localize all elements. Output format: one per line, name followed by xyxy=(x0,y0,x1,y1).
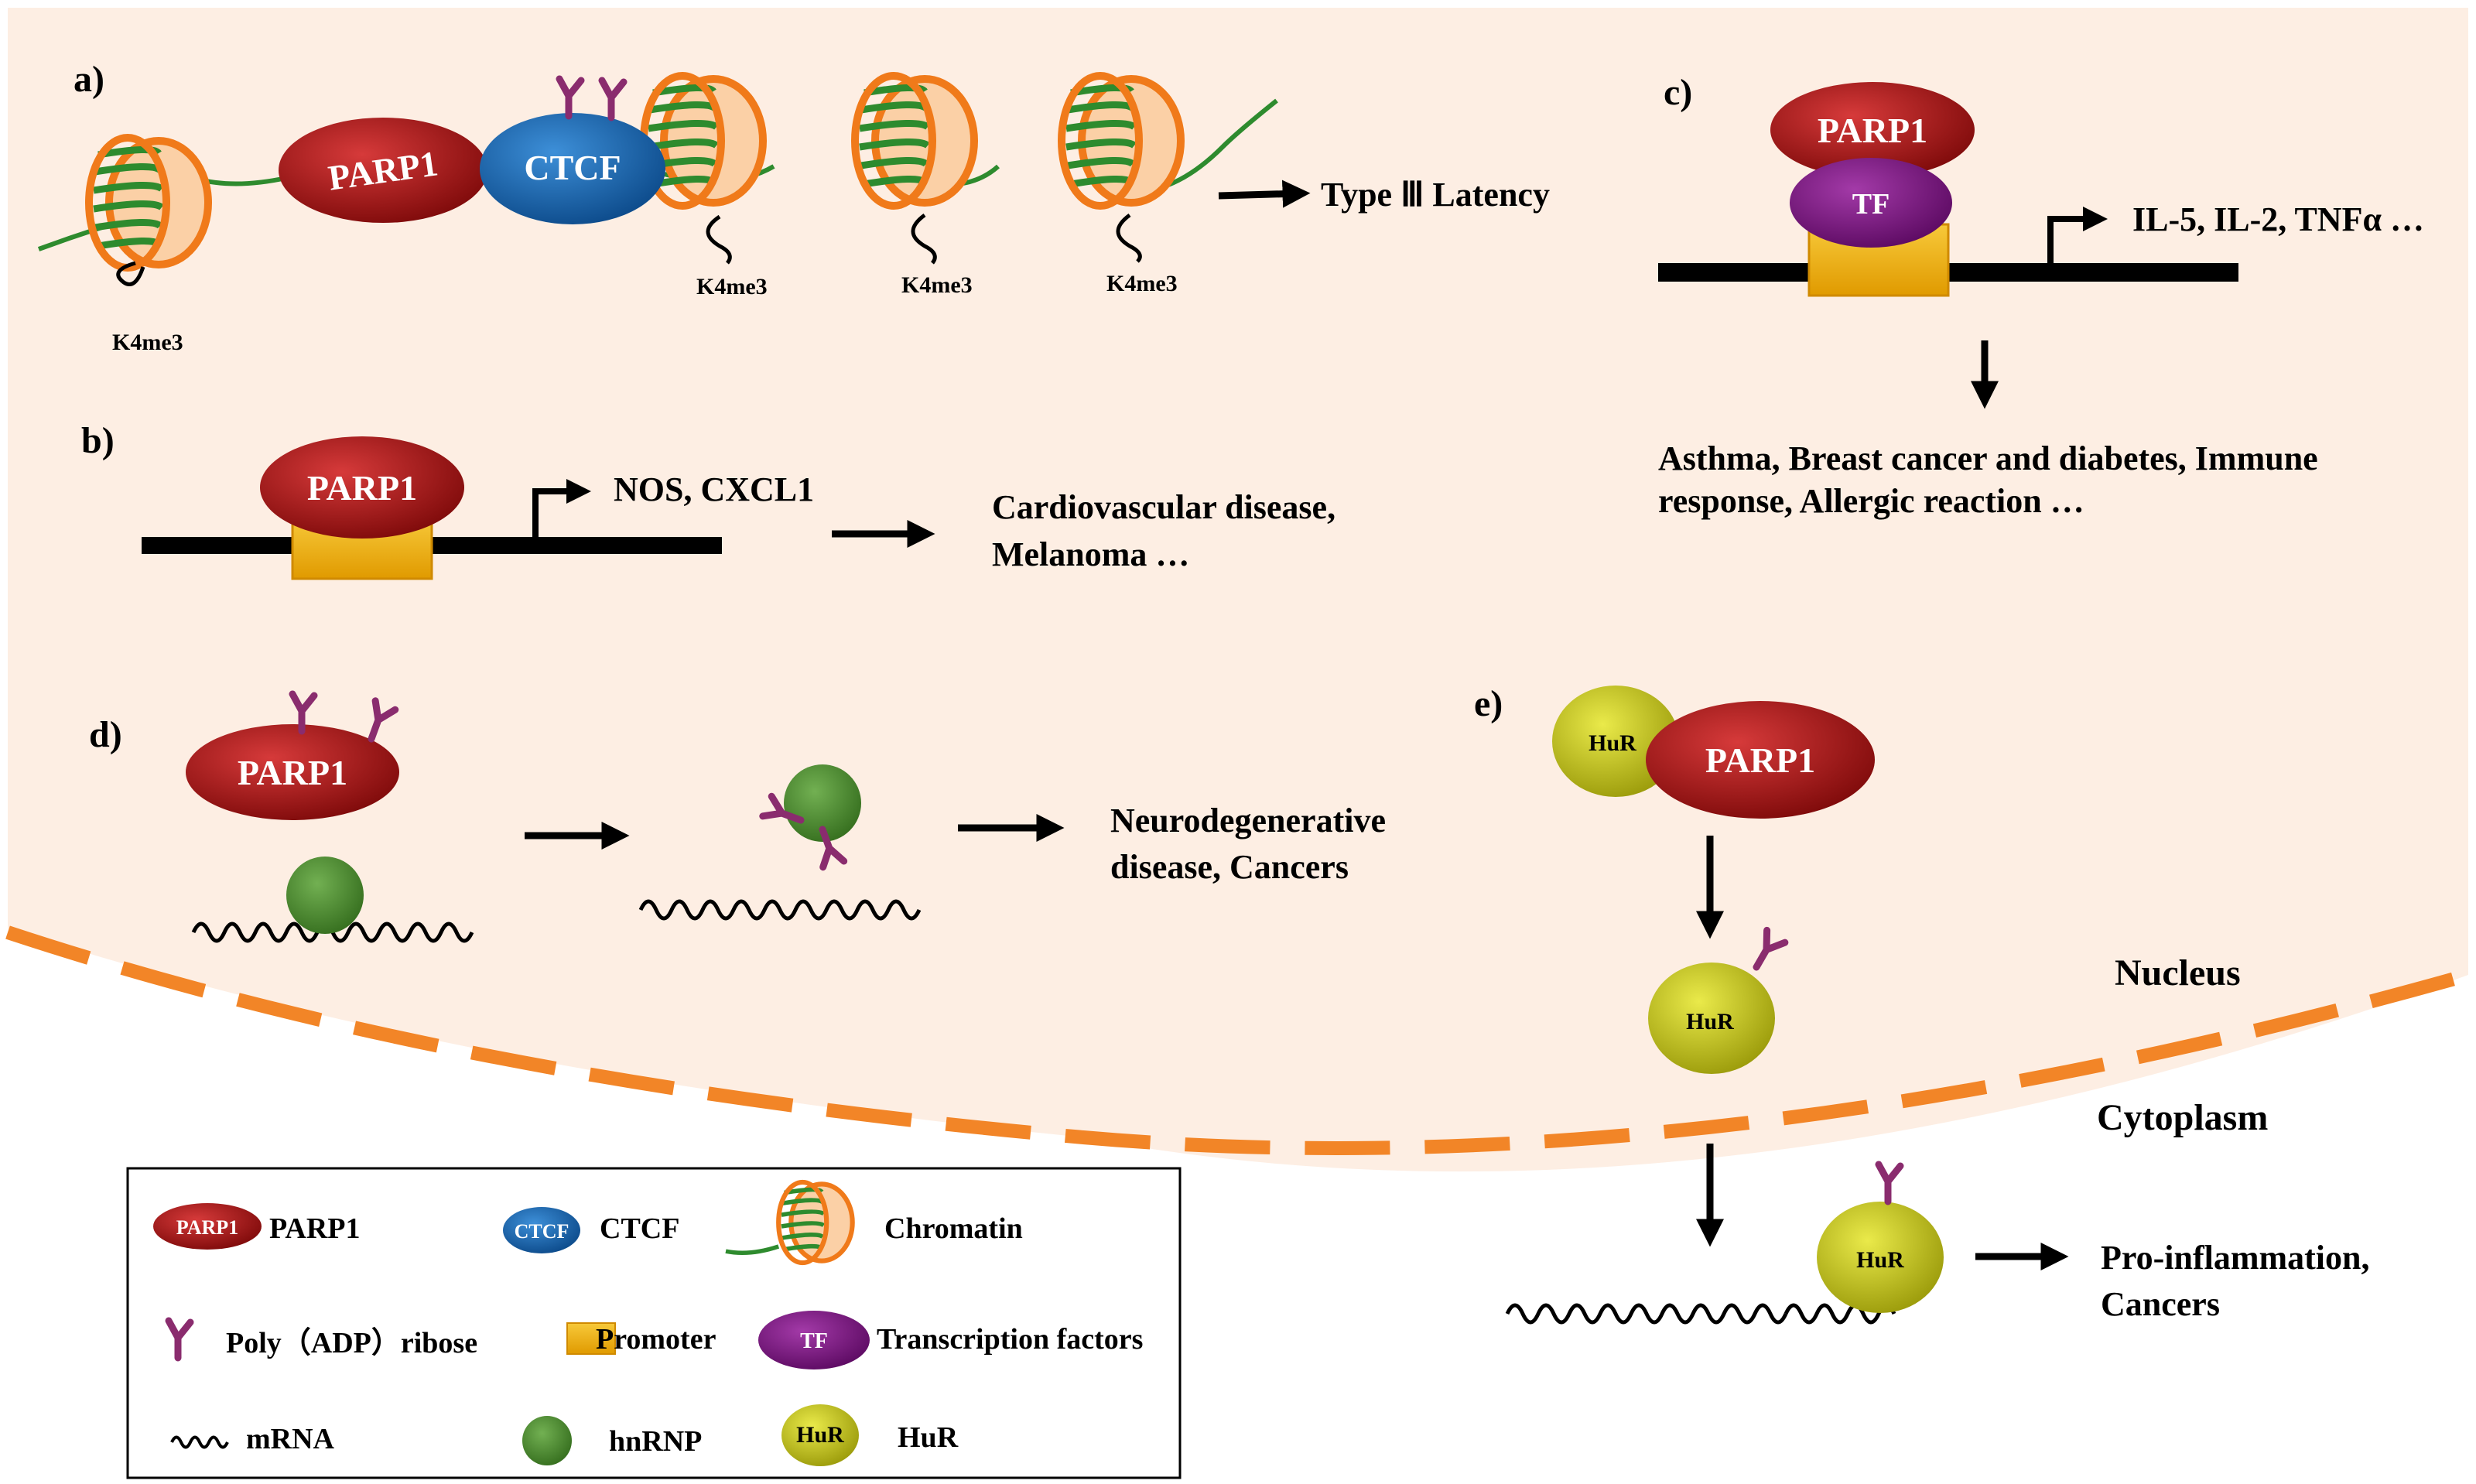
hur-label-e2: HuR xyxy=(1686,1009,1734,1034)
panel-a-label: a) xyxy=(74,59,104,100)
k4me3-tail xyxy=(116,261,145,286)
legend-ctcf-icon xyxy=(503,1207,580,1253)
legend-parp1: PARP1 xyxy=(269,1212,361,1245)
nucleus-label: Nucleus xyxy=(2115,952,2241,993)
parp1-label-b: PARP1 xyxy=(307,468,417,508)
k4me3-tail xyxy=(1116,213,1142,263)
legend-ctcf: CTCF xyxy=(600,1212,679,1245)
tf-protein xyxy=(1790,158,1952,248)
outcome-c-line1: Asthma, Breast cancer and diabetes, Immu… xyxy=(1658,439,2318,477)
panel-b-label: b) xyxy=(81,420,115,461)
legend-chromatin: Chromatin xyxy=(884,1212,1023,1245)
legend-ctcf-icon-label: CTCF xyxy=(515,1220,569,1243)
legend-promoter-icon xyxy=(566,1322,616,1355)
legend-hnrnp: hnRNP xyxy=(609,1425,702,1458)
outcome-b-line1: Cardiovascular disease, xyxy=(992,488,1335,526)
outcome-a: Type Ⅲ Latency xyxy=(1321,176,1550,214)
k4me3-label: K4me3 xyxy=(112,330,183,355)
legend-promoter: Promoter xyxy=(596,1323,716,1356)
outcome-e-line1: Pro-inflammation, xyxy=(2101,1239,2370,1277)
nucleus-region xyxy=(8,8,2468,1172)
legend-hur-icon xyxy=(781,1404,859,1466)
legend-par: Poly（ADP）ribose xyxy=(226,1327,477,1359)
parp1-protein-d xyxy=(186,724,399,820)
hnrnp-particle xyxy=(286,857,364,934)
panel-e-label: e) xyxy=(1474,683,1503,724)
parp1-protein-c xyxy=(1770,82,1975,178)
nuclear-membrane xyxy=(5,925,2471,1155)
panel-c-label: c) xyxy=(1664,72,1692,113)
ctcf-protein xyxy=(480,113,665,224)
parp1-label-e: PARP1 xyxy=(1705,740,1815,780)
outcome-b-line2: Melanoma … xyxy=(992,535,1189,573)
cytoplasm-label: Cytoplasm xyxy=(2097,1097,2268,1138)
parp1-protein-b xyxy=(260,436,464,539)
outcome-d-line2: disease, Cancers xyxy=(1110,848,1349,886)
legend-hur-icon-label: HuR xyxy=(796,1422,844,1448)
hur-protein-e2 xyxy=(1648,963,1775,1074)
k4me3-label: K4me3 xyxy=(901,272,973,298)
arrow-a xyxy=(1218,180,1311,208)
legend-box xyxy=(126,1167,1182,1479)
hur-label-e1: HuR xyxy=(1589,730,1636,756)
legend-parp1-icon-label: PARP1 xyxy=(176,1216,238,1239)
outcome-d-line1: Neurodegenerative xyxy=(1110,802,1386,839)
legend-mrna: mRNA xyxy=(246,1423,335,1455)
par-icon xyxy=(1879,1164,1900,1202)
k4me3-tail xyxy=(911,213,937,265)
outcome-e-line2: Cancers xyxy=(2101,1285,2220,1323)
parp1-label-d: PARP1 xyxy=(238,753,347,792)
hur-label-e3: HuR xyxy=(1856,1247,1904,1273)
k4me3-label: K4me3 xyxy=(696,274,768,299)
panel-d-label: d) xyxy=(89,714,122,755)
tf-label: TF xyxy=(1852,188,1890,221)
genes-b: NOS, CXCL1 xyxy=(614,470,814,508)
parp1-protein-a xyxy=(279,118,487,223)
tss-arrow-b xyxy=(532,479,591,538)
hur-protein-e3 xyxy=(1817,1202,1944,1313)
legend-tf-icon-label: TF xyxy=(800,1329,828,1353)
k4me3-label: K4me3 xyxy=(1106,271,1178,296)
parp1-protein-e xyxy=(1646,701,1875,819)
legend-tf-icon xyxy=(758,1311,870,1369)
mrna-strand-e-tail xyxy=(1783,1303,1896,1325)
legend-parp1-icon xyxy=(153,1203,262,1250)
tss-arrow-c xyxy=(2047,207,2108,263)
mrna-strand-e xyxy=(1507,1305,1786,1322)
legend-chromatin-icon xyxy=(725,1182,853,1263)
legend-tf: Transcription factors xyxy=(877,1323,1143,1356)
k4me3-tail xyxy=(706,214,732,265)
outcome-c-line2: response, Allergic reaction … xyxy=(1658,482,2084,520)
legend-hur: HuR xyxy=(898,1421,959,1454)
legend-hnrnp-icon xyxy=(522,1416,572,1465)
parp1-label-c: PARP1 xyxy=(1818,111,1927,150)
genes-c: IL-5, IL-2, TNFα … xyxy=(2132,200,2424,238)
legend-mrna-icon xyxy=(170,1435,229,1449)
ctcf-label: CTCF xyxy=(524,148,621,187)
